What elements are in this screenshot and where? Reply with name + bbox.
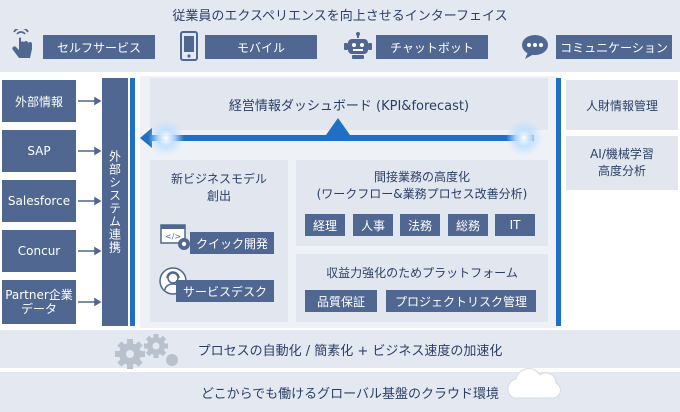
process-band (0, 330, 680, 368)
touch-hand-icon (10, 26, 40, 61)
tag-it: IT (495, 214, 535, 236)
left-system-external-info: 外部情報 (2, 80, 76, 122)
new-business-title: 新ビジネスモデル 創出 (170, 172, 267, 203)
mobile-phone-icon (178, 30, 200, 62)
service-desk-tag: サービスデスク (176, 280, 274, 302)
process-band-label: プロセスの自動化 / 簡素化 + ビジネス速度の加速化 (197, 343, 503, 359)
quick-development-tag: クイック開発 (190, 232, 274, 254)
tag-general-affairs: 総務 (448, 214, 488, 236)
right-system-talent-management: 人財情報管理 (566, 80, 678, 130)
right-system-ai-ml: AI/機械学習 高度分析 (566, 136, 678, 190)
interface-mobile: モバイル (205, 35, 317, 59)
interface-communication: コミュニケーション (556, 35, 672, 59)
integration-accent-line (130, 78, 135, 326)
left-system-concur: Concur (2, 230, 76, 272)
dashboard-box: 経営情報ダッシュボード (KPI&forecast) (150, 78, 548, 130)
tag-quality-assurance: 品質保証 (305, 290, 377, 312)
indirect-title: 間接業務の高度化 (ワークフロー&業務プロセス改善分析) (316, 170, 528, 201)
left-system-salesforce: Salesforce (2, 180, 76, 222)
svg-text:</>: </> (165, 232, 181, 241)
cloud-band-label: どこからでも働けるグローバル基盤のクラウド環境 (200, 386, 500, 402)
integration-label: 外部システム連携 (107, 150, 122, 254)
interface-self-service: セルフサービス (43, 35, 155, 59)
tag-project-risk: プロジェクトリスク管理 (386, 290, 536, 312)
integration-bar: 外部システム連携 (102, 78, 128, 326)
profit-platform-title: 収益力強化のためプラットフォーム (326, 265, 518, 280)
left-arrows (78, 96, 102, 307)
cloud-icon (500, 364, 570, 404)
dashboard-title: 経営情報ダッシュボード (KPI&forecast) (228, 98, 470, 114)
code-gear-icon: </> (160, 224, 192, 252)
left-system-partner-data: Partner企業 データ (2, 280, 76, 324)
tag-legal: 法務 (400, 214, 440, 236)
tag-accounting: 経理 (305, 214, 345, 236)
cloud-band (0, 372, 680, 412)
interface-chatbot: チャットボット (376, 35, 488, 59)
robot-icon (343, 31, 373, 61)
dashboard-connector (140, 118, 542, 156)
gears-icon (110, 330, 190, 370)
right-accent-line (556, 78, 561, 326)
chat-bubble-icon (520, 33, 550, 61)
header-title: 従業員のエクスペリエンスを向上させるインターフェイス (172, 8, 508, 24)
tag-hr: 人事 (353, 214, 393, 236)
left-system-sap: SAP (2, 130, 76, 172)
